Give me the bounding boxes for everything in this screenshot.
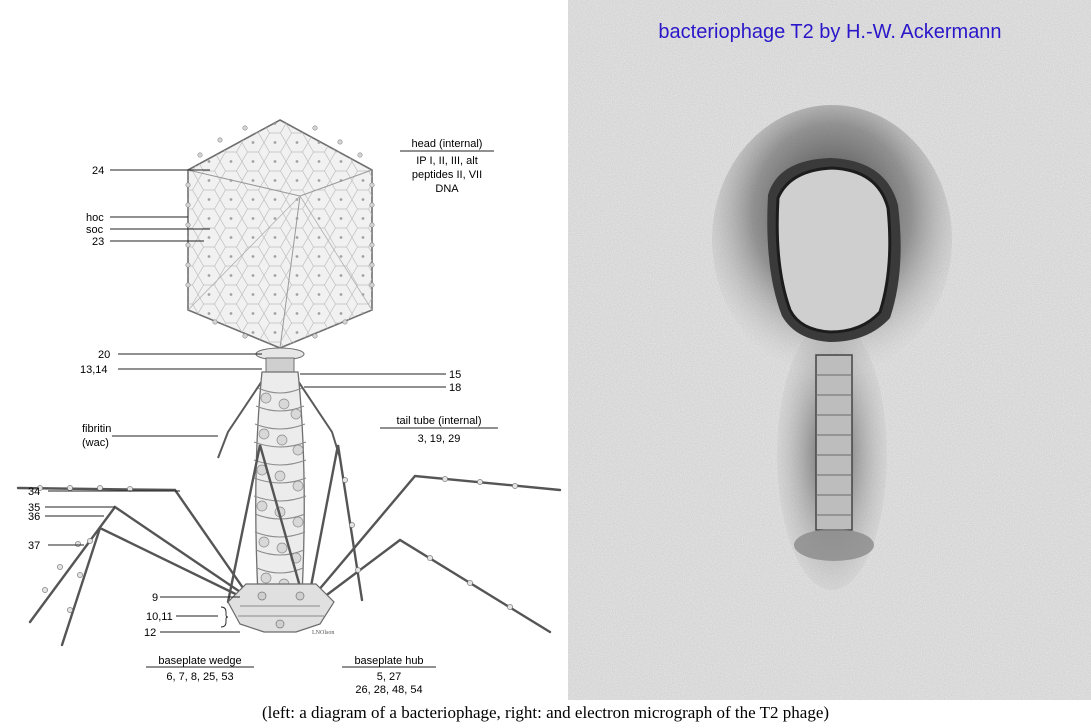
label-wac: (wac) xyxy=(82,437,109,449)
label-15: 15 xyxy=(449,369,461,381)
label-36: 36 xyxy=(28,511,40,523)
head-internal-line2: peptides II, VII xyxy=(412,169,482,181)
baseplate xyxy=(228,584,334,632)
figure-caption: (left: a diagram of a bacteriophage, rig… xyxy=(0,700,1091,728)
label-23: 23 xyxy=(92,236,104,248)
phage-baseplate xyxy=(794,529,874,561)
tail-tube-line1: 3, 19, 29 xyxy=(418,433,461,445)
neck-collar xyxy=(256,348,304,372)
label-fibritin: fibritin xyxy=(82,423,111,435)
label-20: 20 xyxy=(98,349,110,361)
label-12: 12 xyxy=(144,627,156,639)
tail-tube-title: tail tube (internal) xyxy=(397,415,482,427)
label-24: 24 xyxy=(92,165,104,177)
phage-diagram: LNOlson 24 hoc soc 23 20 13,14 fibritin … xyxy=(0,0,570,700)
baseplate-wedge-title: baseplate wedge xyxy=(158,655,241,667)
label-37: 37 xyxy=(28,540,40,552)
phage-tail xyxy=(816,355,852,530)
label-hoc: hoc xyxy=(86,212,104,224)
label-soc: soc xyxy=(86,224,104,236)
baseplate-hub-line1: 5, 27 xyxy=(377,671,401,683)
baseplate-hub-line2: 26, 28, 48, 54 xyxy=(355,684,422,696)
capsid-head xyxy=(186,120,374,348)
phage-head xyxy=(777,168,890,332)
head-internal-title: head (internal) xyxy=(412,138,483,150)
head-internal-line1: IP I, II, III, alt xyxy=(416,155,478,167)
baseplate-wedge-line1: 6, 7, 8, 25, 53 xyxy=(166,671,233,683)
label-10-11: 10,11 xyxy=(146,611,173,623)
micrograph-title: bacteriophage T2 by H.-W. Ackermann xyxy=(658,21,1001,43)
label-9: 9 xyxy=(152,592,158,604)
baseplate-hub-title: baseplate hub xyxy=(354,655,423,667)
electron-micrograph: bacteriophage T2 by H.-W. Ackermann xyxy=(568,0,1091,700)
label-18: 18 xyxy=(449,382,461,394)
label-34: 34 xyxy=(28,486,40,498)
label-13-14: 13,14 xyxy=(80,364,108,376)
tail-sheath xyxy=(254,372,306,595)
head-internal-line3: DNA xyxy=(435,183,459,195)
artist-signature: LNOlson xyxy=(312,630,334,636)
